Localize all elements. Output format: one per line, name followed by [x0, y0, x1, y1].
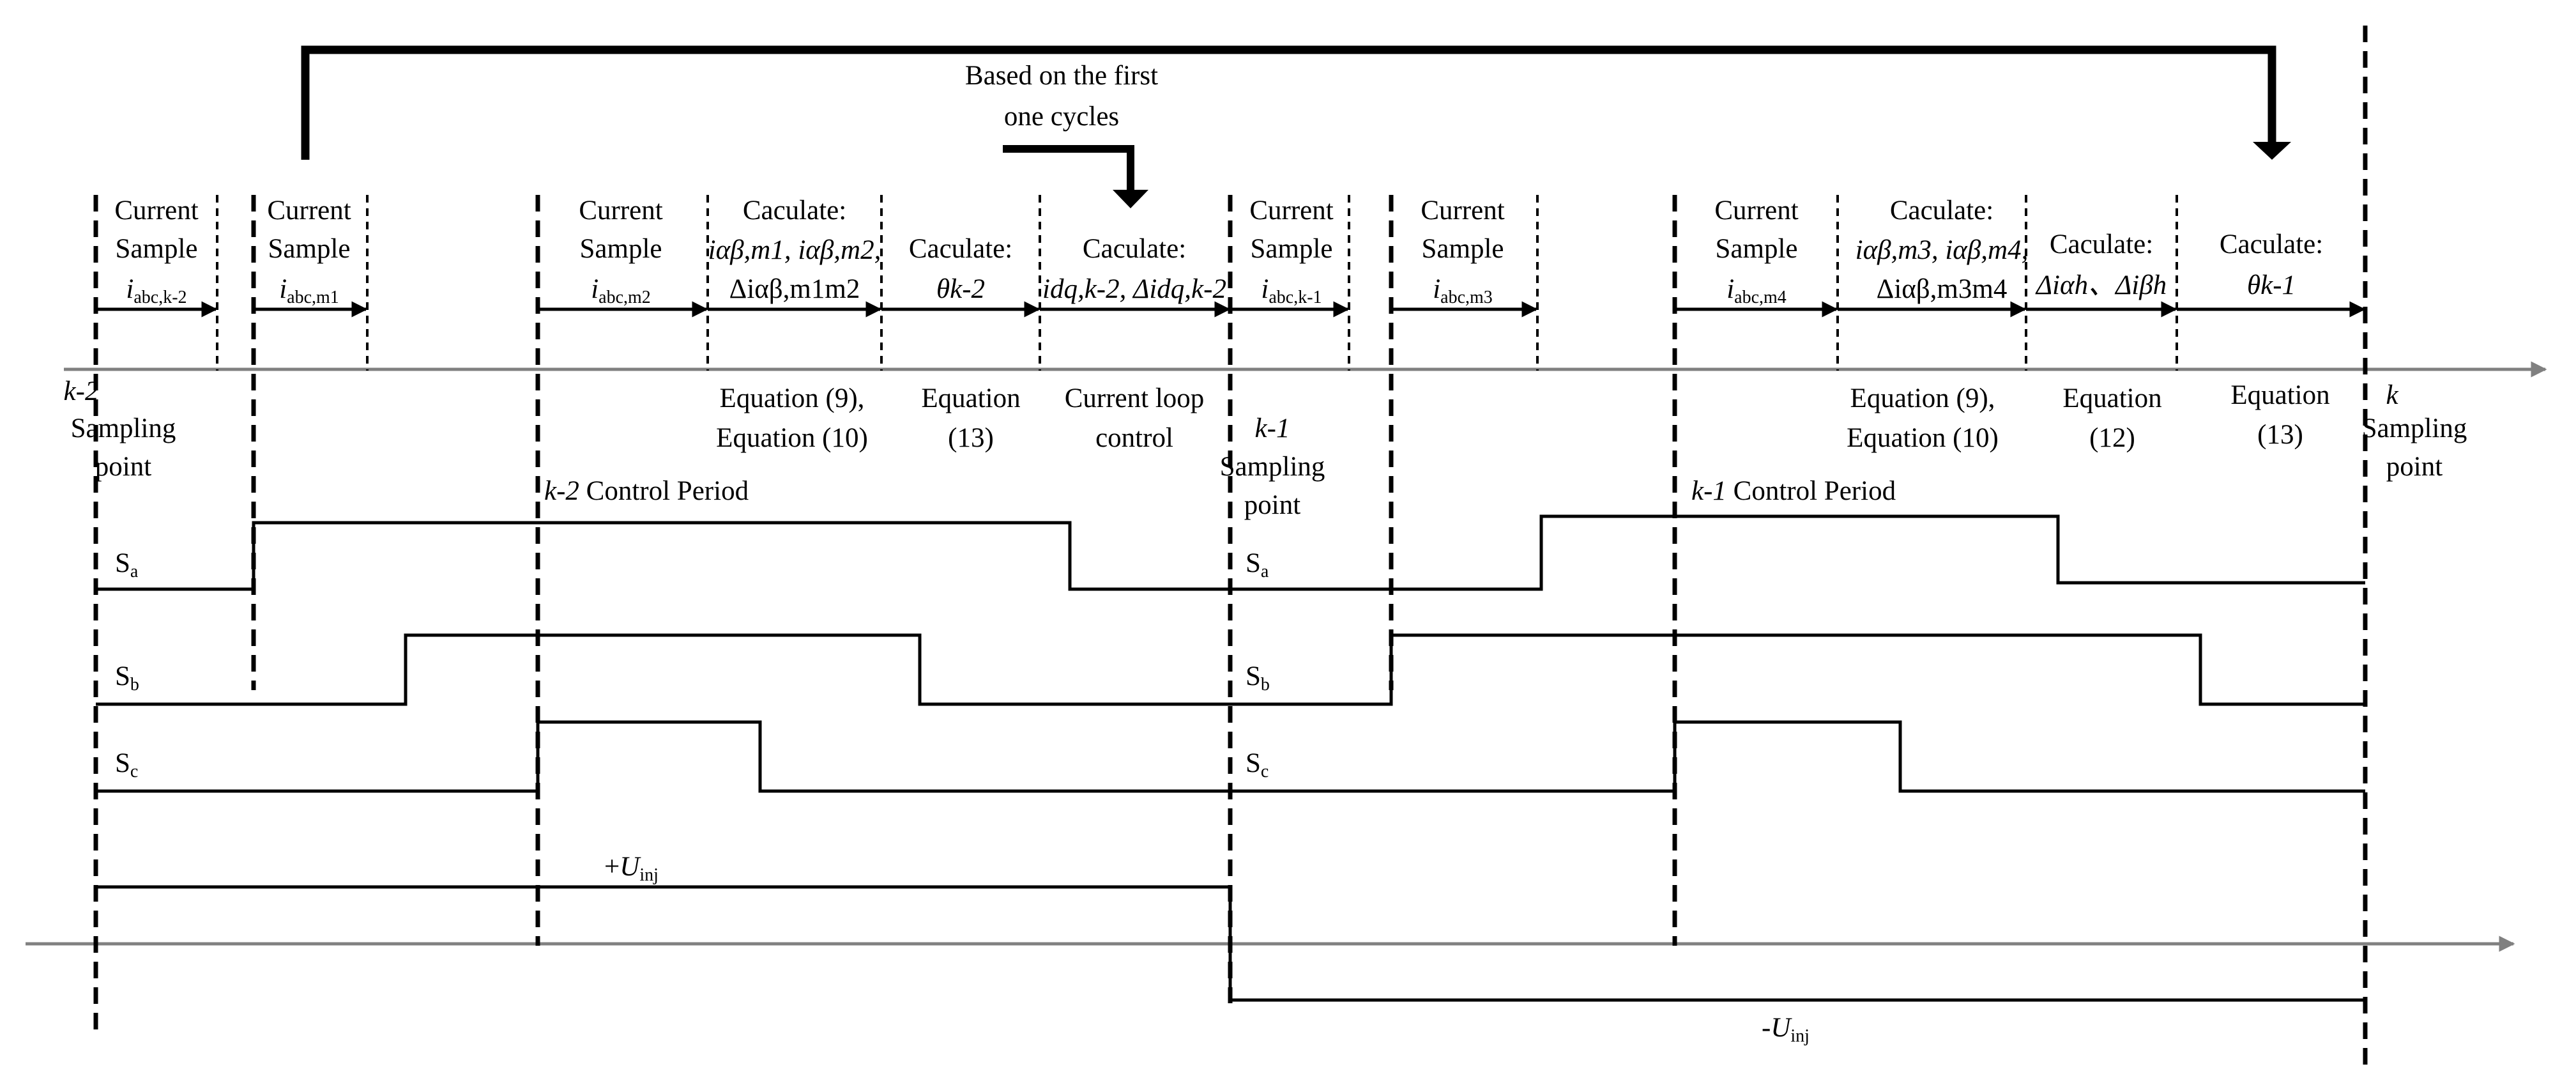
svg-text:Caculate:: Caculate:	[743, 196, 846, 226]
sample-block-k-1: Current Sample iabc,k-1	[1249, 196, 1333, 307]
calc-block-3: Caculate: idq,k-2, Δidq,k-2	[1042, 234, 1226, 304]
sampling-point-k-2: k-2 Sampling point	[64, 376, 176, 482]
svg-text:iαβ,m3, iαβ,m4,: iαβ,m3, iαβ,m4,	[1856, 235, 2029, 265]
svg-text:Current loop: Current loop	[1065, 383, 1205, 413]
svg-text:θk-2: θk-2	[936, 274, 985, 304]
sb-label-right: Sb	[1246, 661, 1270, 695]
svg-text:iabc,m4: iabc,m4	[1726, 274, 1787, 307]
svg-text:k-2: k-2	[64, 376, 99, 406]
negative-injection-label: -Uinj	[1762, 1013, 1810, 1046]
calc-block-4: Caculate: iαβ,m3, iαβ,m4, Δiαβ,m3m4	[1856, 196, 2029, 304]
svg-text:Equation: Equation	[2062, 383, 2161, 413]
svg-text:Sample: Sample	[1251, 234, 1333, 264]
sa-label-right: Sa	[1246, 548, 1269, 581]
svg-text:Current: Current	[1714, 196, 1798, 226]
control-period-k-1: k-1 Control Period	[1691, 476, 1896, 506]
svg-text:Δiαβ,m3m4: Δiαβ,m3m4	[1877, 274, 2008, 304]
sc-label-right: Sc	[1246, 748, 1269, 782]
sampling-point-k: k Sampling point	[2362, 380, 2467, 482]
sc-label-left: Sc	[115, 748, 138, 782]
svg-text:Sample: Sample	[268, 234, 351, 264]
feedback-note-line-1: Based on the first	[965, 61, 1158, 91]
svg-text:point: point	[1244, 490, 1300, 520]
svg-text:idq,k-2, Δidq,k-2: idq,k-2, Δidq,k-2	[1042, 274, 1226, 304]
svg-text:Equation (9),: Equation (9),	[1850, 383, 1995, 413]
feedback-path	[301, 45, 2291, 160]
svg-text:Caculate:: Caculate:	[2050, 229, 2153, 259]
svg-text:iabc,m2: iabc,m2	[591, 274, 651, 307]
svg-text:(12): (12)	[2089, 423, 2135, 453]
svg-text:iabc,m3: iabc,m3	[1433, 274, 1493, 307]
svg-text:Caculate:: Caculate:	[1083, 234, 1186, 264]
svg-text:iabc,m1: iabc,m1	[279, 274, 339, 307]
svg-text:Sampling: Sampling	[2362, 413, 2467, 443]
svg-text:point: point	[95, 452, 151, 482]
svg-text:Current: Current	[114, 196, 198, 226]
segment-separators	[216, 195, 2178, 371]
svg-text:iabc,k-2: iabc,k-2	[126, 274, 187, 307]
svg-text:Equation: Equation	[921, 383, 1020, 413]
svg-text:iαβ,m1, iαβ,m2,: iαβ,m1, iαβ,m2,	[708, 235, 881, 265]
svg-text:Sample: Sample	[1716, 234, 1798, 264]
calc-block-5: Caculate: Δiαh、Δiβh	[2035, 229, 2167, 300]
equation-label-4: Equation (9), Equation (10)	[1847, 383, 1999, 453]
svg-text:(13): (13)	[2257, 420, 2303, 450]
equation-label-5: Equation (12)	[2062, 383, 2161, 453]
equation-label-6: Equation (13)	[2230, 380, 2329, 450]
sample-block-k-2: Current Sample iabc,k-2	[114, 196, 198, 307]
equation-label-2: Equation (13)	[921, 383, 1020, 453]
svg-text:Caculate:: Caculate:	[1890, 196, 1993, 226]
svg-text:k-1: k-1	[1255, 413, 1290, 443]
equation-label-1: Equation (9), Equation (10)	[716, 383, 868, 453]
injection-voltage-waveform	[96, 885, 2365, 1002]
svg-text:Current: Current	[267, 196, 351, 226]
svg-text:k: k	[2386, 380, 2398, 410]
sa-waveform	[96, 514, 2365, 591]
sample-block-m3: Current Sample iabc,m3	[1421, 196, 1504, 307]
feedback-note-line-2: one cycles	[1004, 102, 1119, 132]
svg-text:Equation: Equation	[2230, 380, 2329, 410]
sb-waveform	[96, 633, 2365, 706]
svg-text:Caculate:: Caculate:	[2220, 229, 2323, 259]
svg-text:Δiαβ,m1m2: Δiαβ,m1m2	[729, 274, 860, 304]
svg-text:Equation (10): Equation (10)	[1847, 423, 1999, 453]
svg-text:iabc,k-1: iabc,k-1	[1261, 274, 1322, 307]
equation-label-3: Current loop control	[1065, 383, 1205, 453]
note-arrow	[1003, 145, 1148, 208]
calc-block-2: Caculate: θk-2	[909, 234, 1012, 304]
svg-text:Sampling: Sampling	[71, 413, 176, 443]
sample-block-m4: Current Sample iabc,m4	[1714, 196, 1798, 307]
svg-text:Sample: Sample	[116, 234, 198, 264]
svg-text:Sampling: Sampling	[1220, 452, 1325, 482]
svg-text:Current: Current	[579, 196, 662, 226]
sample-block-m1: Current Sample iabc,m1	[267, 196, 351, 307]
calc-block-1: Caculate: iαβ,m1, iαβ,m2, Δiαβ,m1m2	[708, 196, 881, 304]
svg-text:Current: Current	[1421, 196, 1504, 226]
sample-block-m2: Current Sample iabc,m2	[579, 196, 662, 307]
sb-label-left: Sb	[115, 661, 139, 695]
svg-text:Sample: Sample	[1422, 234, 1504, 264]
sampling-point-k-1: k-1 Sampling point	[1220, 413, 1325, 520]
svg-text:(13): (13)	[948, 423, 994, 453]
control-period-k-2: k-2 Control Period	[544, 476, 749, 506]
svg-text:Equation (10): Equation (10)	[716, 423, 868, 453]
svg-text:point: point	[2386, 452, 2443, 482]
svg-text:Current: Current	[1249, 196, 1333, 226]
positive-injection-label: +Uinj	[604, 852, 659, 885]
svg-text:Δiαh、Δiβh: Δiαh、Δiβh	[2035, 270, 2167, 300]
sa-label-left: Sa	[115, 548, 139, 581]
svg-text:θk-1: θk-1	[2247, 270, 2296, 300]
svg-text:Caculate:: Caculate:	[909, 234, 1012, 264]
sc-waveform	[96, 720, 2365, 793]
svg-text:Equation (9),: Equation (9),	[720, 383, 865, 413]
svg-text:control: control	[1095, 423, 1173, 453]
svg-text:Sample: Sample	[580, 234, 662, 264]
calc-block-6: Caculate: θk-1	[2220, 229, 2323, 300]
